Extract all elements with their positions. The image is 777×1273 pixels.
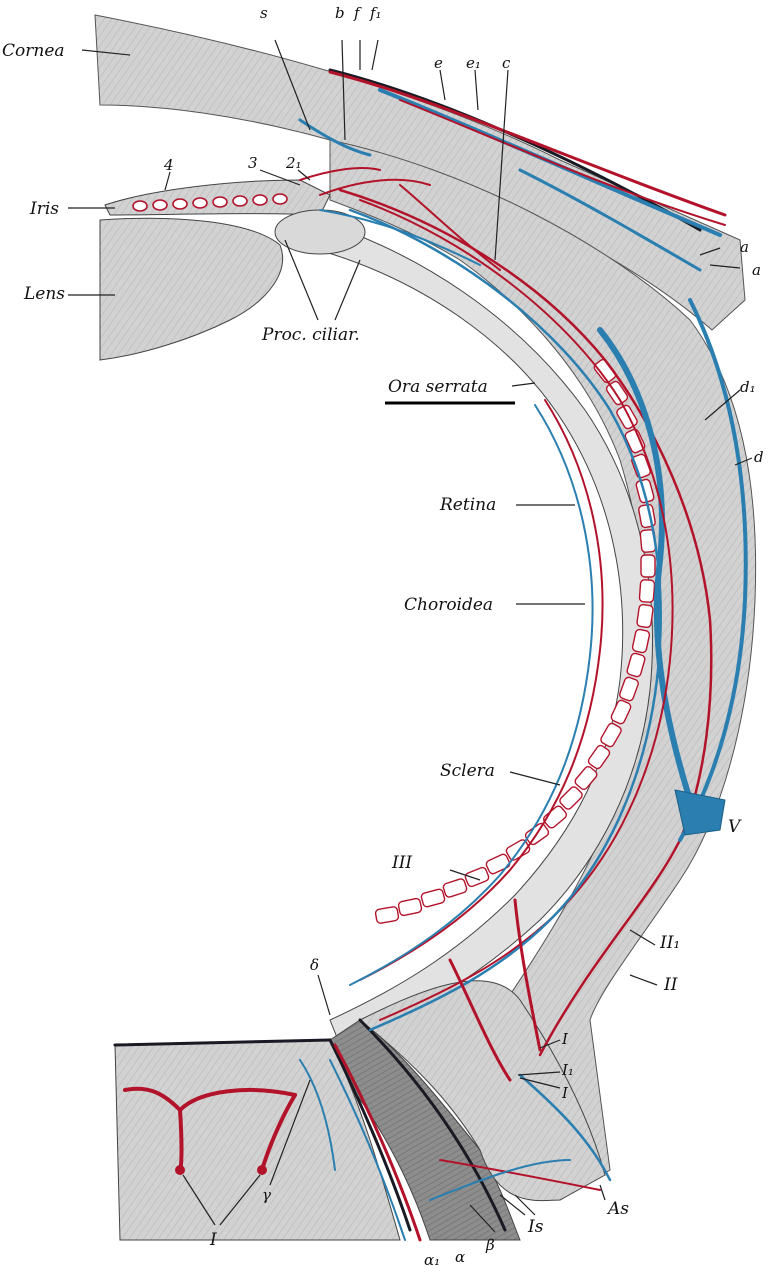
label-delta: δ: [310, 956, 319, 974]
label-i-b: I: [561, 1084, 569, 1102]
iris-vessel-loops: [132, 193, 288, 212]
optic-nerve-shape: [329, 1019, 521, 1241]
label-as: As: [606, 1199, 629, 1219]
vessels: [113, 68, 748, 1242]
label-v: V: [728, 817, 742, 837]
label-retina: Retina: [439, 495, 496, 515]
label-s: s: [260, 4, 268, 22]
label-is: Is: [527, 1217, 544, 1237]
label-gamma: γ: [262, 1186, 271, 1204]
lens-shape: [99, 217, 284, 361]
label-ii1: II₁: [659, 933, 680, 953]
label-3: 3: [248, 154, 258, 172]
label-alpha1: α₁: [424, 1251, 440, 1269]
label-iris: Iris: [29, 199, 59, 219]
label-f1: f₁: [369, 4, 382, 22]
label-4: 4: [163, 156, 174, 174]
label-i-left: I: [209, 1230, 217, 1250]
leader-lines: [68, 39, 753, 1233]
label-c: c: [502, 54, 511, 72]
label-2: 2₁: [285, 154, 302, 172]
label-cornea: Cornea: [2, 41, 65, 61]
label-a-top: a: [740, 238, 749, 256]
label-e: e: [434, 54, 443, 72]
label-ii: II: [663, 975, 678, 995]
label-choroidea: Choroidea: [404, 595, 493, 615]
label-iii: III: [391, 853, 412, 873]
posterior-sclera-shape: [359, 980, 606, 1202]
label-ora-serrata: Ora serrata: [388, 377, 488, 397]
artery-end-right: [257, 1165, 267, 1175]
label-i-a: I: [561, 1030, 569, 1048]
label-beta: β: [485, 1236, 495, 1254]
label-d1: d₁: [740, 378, 756, 396]
label-f: f: [353, 4, 362, 22]
label-a-bottom: a: [752, 261, 761, 279]
label-d: d: [754, 448, 764, 466]
label-b: b: [335, 4, 345, 22]
label-proc-ciliar: Proc. ciliar.: [261, 325, 360, 345]
artery-end-left: [175, 1165, 185, 1175]
label-sclera: Sclera: [440, 761, 495, 781]
label-i1: I₁: [561, 1061, 574, 1079]
label-alpha: α: [455, 1248, 465, 1266]
vortex-vein-end: [674, 789, 726, 836]
label-e1: e₁: [466, 54, 481, 72]
label-lens: Lens: [23, 284, 65, 304]
labels: Cornea Iris Lens Proc. ciliar. Ora serra…: [2, 4, 764, 1269]
